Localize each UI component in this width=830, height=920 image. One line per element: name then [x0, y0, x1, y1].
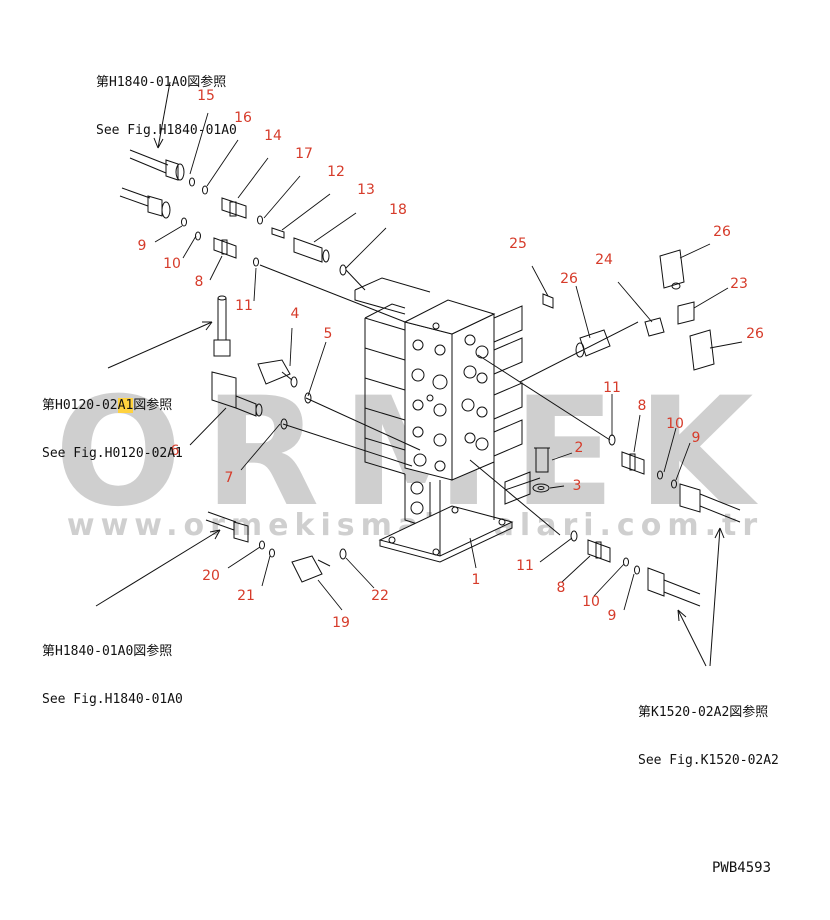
callout-c12: 12: [327, 164, 345, 180]
callout-c10c: 10: [582, 594, 600, 610]
callout-c7: 7: [225, 470, 234, 486]
parts-bottom: [205, 511, 701, 607]
ref-bottom-right: 第K1520-02A2図参照 See Fig.K1520-02A2: [638, 673, 779, 801]
watermark-brand: ORMEK: [0, 378, 830, 528]
callout-c6: 6: [171, 443, 180, 459]
ref-bottom-right-en: See Fig.K1520-02A2: [638, 753, 779, 768]
callout-c11c: 11: [516, 558, 534, 574]
ref-bottom-left-en: See Fig.H1840-01A0: [42, 692, 183, 707]
callout-c9a: 9: [138, 238, 147, 254]
line-work: [95, 81, 743, 667]
callout-c26b: 26: [713, 224, 731, 240]
callout-c15: 15: [197, 88, 215, 104]
callout-c9c: 9: [608, 608, 617, 624]
callout-c14: 14: [264, 128, 282, 144]
ref-bottom-left-jp: 第H1840-01A0図参照: [42, 644, 173, 659]
callout-c23: 23: [730, 276, 748, 292]
callout-c22: 22: [371, 588, 389, 604]
ref-mid-left: 第H0120-02A1図参照 See Fig.H0120-02A1: [42, 366, 183, 494]
assembly-lines: [259, 264, 639, 536]
callout-c3: 3: [573, 478, 582, 494]
callout-c10a: 10: [163, 256, 181, 272]
callout-c8b: 8: [638, 398, 647, 414]
callout-c5: 5: [324, 326, 333, 342]
ref-mid-left-jp-highlight: A1: [117, 398, 134, 413]
callout-c24: 24: [595, 252, 613, 268]
callout-c4: 4: [291, 306, 300, 322]
parts-right: [532, 249, 741, 523]
ref-top-left-jp: 第H1840-01A0図参照: [96, 75, 227, 90]
callout-c11b: 11: [603, 380, 621, 396]
callout-c11a: 11: [235, 298, 253, 314]
ref-top-left-en: See Fig.H1840-01A0: [96, 123, 237, 138]
drawing-id: PWB4593: [712, 860, 772, 876]
callout-c16: 16: [234, 110, 252, 126]
callout-c26a: 26: [560, 271, 578, 287]
callout-c18: 18: [389, 202, 407, 218]
callout-c25: 25: [509, 236, 527, 252]
callout-c13: 13: [357, 182, 375, 198]
callout-c9b: 9: [692, 430, 701, 446]
callout-c8c: 8: [557, 580, 566, 596]
callout-c20: 20: [202, 568, 220, 584]
reference-arrows: [95, 81, 725, 667]
ref-mid-left-jp-c: 図参照: [133, 398, 173, 413]
valve-body: [354, 277, 531, 563]
callout-c8a: 8: [195, 274, 204, 290]
callout-c10b: 10: [666, 416, 684, 432]
ref-mid-left-jp-a: 第H0120-02: [42, 398, 118, 413]
callout-c26c: 26: [746, 326, 764, 342]
callout-c1: 1: [472, 572, 481, 588]
ref-mid-left-en: See Fig.H0120-02A1: [42, 446, 183, 461]
ref-top-left: 第H1840-01A0図参照 See Fig.H1840-01A0: [96, 43, 237, 171]
callout-c17: 17: [295, 146, 313, 162]
parts-upper-left: [119, 149, 347, 430]
callout-c21: 21: [237, 588, 255, 604]
ref-bottom-left: 第H1840-01A0図参照 See Fig.H1840-01A0: [42, 612, 183, 740]
callout-leaders: [154, 112, 743, 611]
callout-c2: 2: [575, 440, 584, 456]
ref-mid-left-jp: 第H0120-02A1図参照: [42, 398, 183, 414]
callout-c19: 19: [332, 615, 350, 631]
ref-bottom-right-jp: 第K1520-02A2図参照: [638, 705, 769, 720]
